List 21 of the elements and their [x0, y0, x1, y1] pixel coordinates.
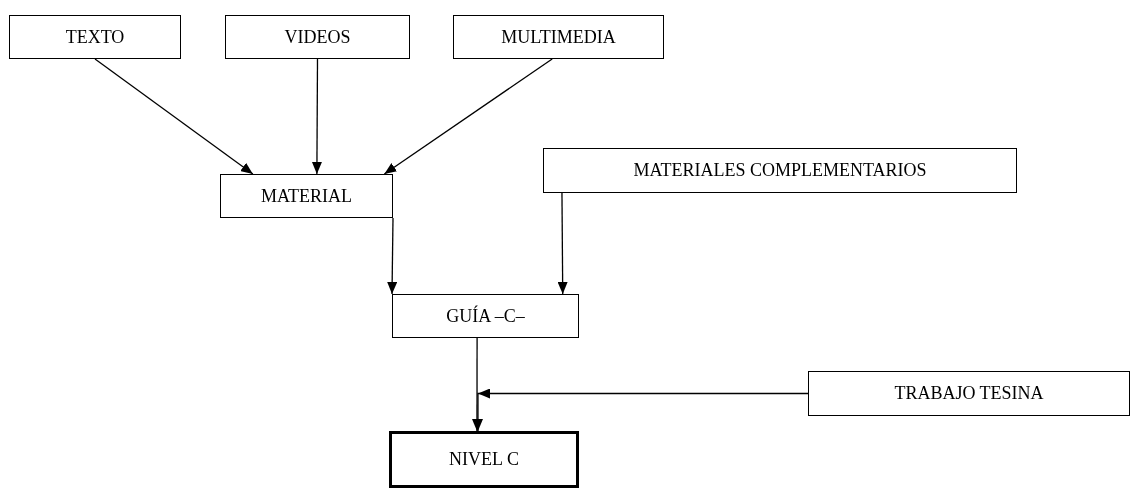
process-box [543, 148, 1017, 193]
arrow [94, 58, 254, 175]
process-box [225, 15, 410, 59]
box-label: MATERIAL [261, 185, 352, 207]
arrow [557, 192, 568, 295]
box-label: NIVEL C [449, 449, 519, 470]
process-box [389, 431, 579, 488]
arrow [387, 217, 398, 295]
process-box [9, 15, 181, 59]
box-label: MATERIALES COMPLEMENTARIOS [633, 160, 927, 181]
box-label: TEXTO [65, 26, 125, 48]
process-box [220, 174, 393, 218]
process-box [453, 15, 664, 59]
box-label: GUÍA –C– [446, 305, 525, 327]
process-box [808, 371, 1130, 416]
box-label: MULTIMEDIA [501, 26, 616, 48]
arrow [311, 58, 322, 175]
box-label: TRABAJO TESINA [894, 383, 1044, 404]
box-label: VIDEOS [284, 26, 351, 48]
process-box [392, 294, 579, 338]
arrow [383, 58, 553, 175]
